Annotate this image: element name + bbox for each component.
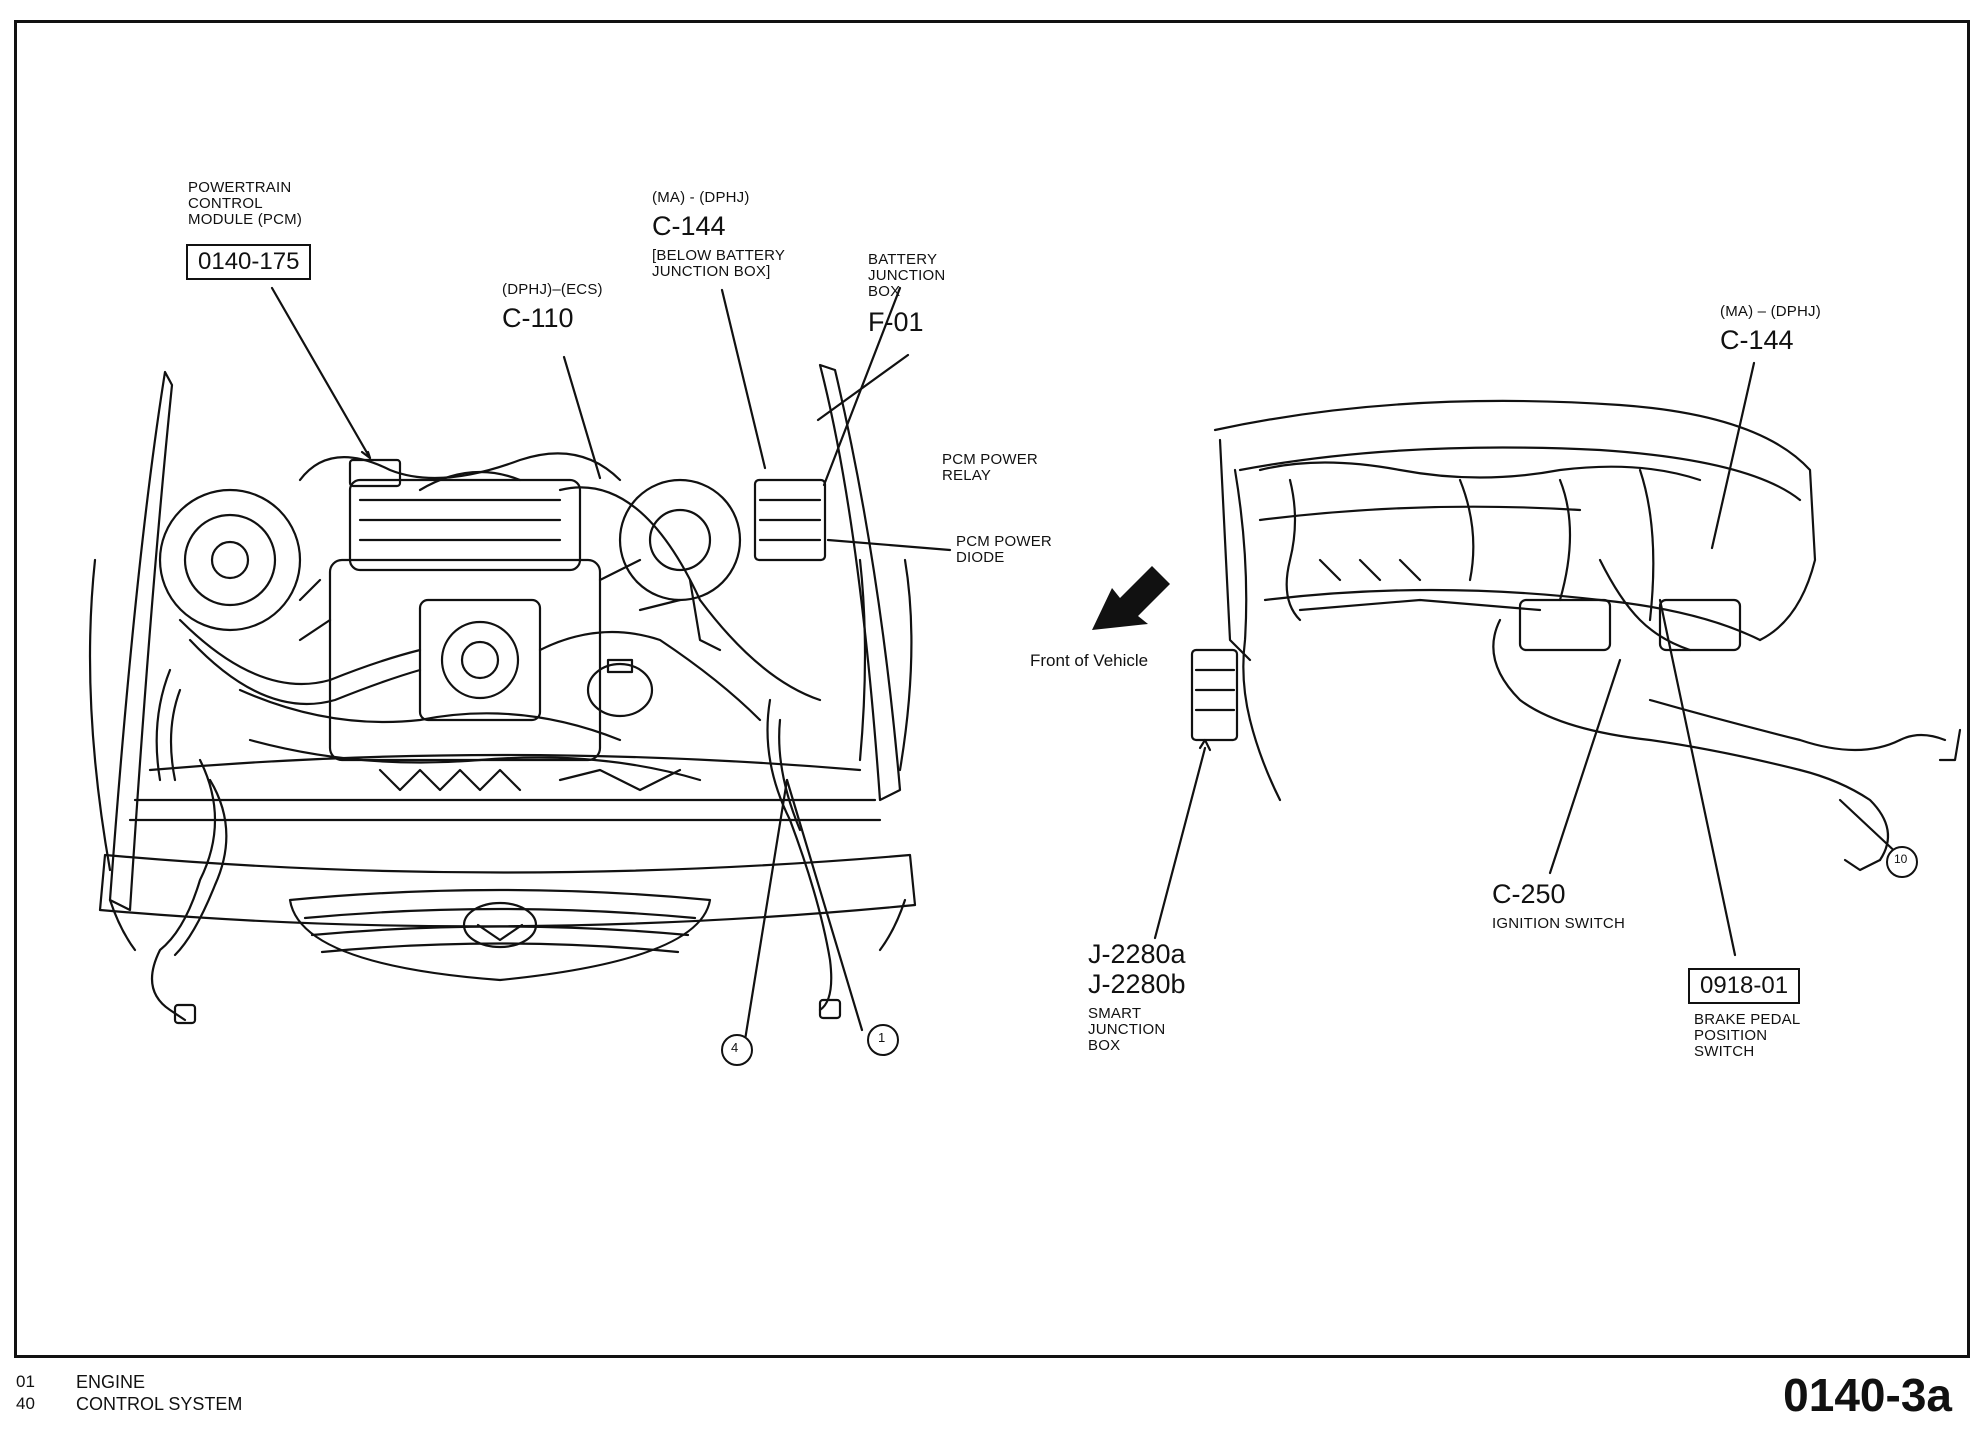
c144-note-line1: [BELOW BATTERY <box>652 247 786 264</box>
callout-10: 10 <box>1894 852 1908 866</box>
pcm-title: POWERTRAIN CONTROL MODULE (PCM) <box>188 180 302 227</box>
bjb-title: BATTERY JUNCTION BOX <box>868 252 945 299</box>
sjb-line2: JUNCTION <box>1088 1020 1166 1038</box>
callout-1: 1 <box>878 1030 886 1045</box>
bpp-reference-box: 0918-01 <box>1688 968 1801 1004</box>
c144-right-label: C-144 <box>1720 325 1794 355</box>
engine-compartment-drawing <box>88 363 917 1025</box>
bjb-title-line1: BATTERY <box>868 251 938 268</box>
sjb-line1: SMART <box>1088 1005 1142 1022</box>
diagram-frame <box>14 20 1970 1358</box>
brake-pedal-position-switch-label: BRAKE PEDAL POSITION SWITCH <box>1694 1012 1800 1059</box>
bpp-line3: SWITCH <box>1694 1042 1755 1060</box>
c144-note-line2: JUNCTION BOX] <box>652 262 771 280</box>
footer-subsection-number: 40 <box>16 1394 35 1413</box>
front-of-vehicle-label: Front of Vehicle <box>1030 651 1149 670</box>
sjb-line3: BOX <box>1088 1036 1121 1054</box>
c110-sub: (DPHJ)–(ECS) <box>502 281 603 298</box>
callout-4: 4 <box>731 1040 739 1055</box>
c144-left-label: C-144 <box>652 211 726 241</box>
bjb-title-line2: JUNCTION <box>868 266 946 284</box>
front-arrow <box>1092 566 1170 630</box>
footer-subsection-name: CONTROL SYSTEM <box>76 1394 243 1414</box>
c144-left-note: [BELOW BATTERY JUNCTION BOX] <box>652 248 785 280</box>
smart-junction-box-label: SMART JUNCTION BOX <box>1088 1006 1165 1053</box>
j2280a-label: J-2280a <box>1088 939 1186 969</box>
left-leader-lines <box>270 286 952 1042</box>
right-leader-lines <box>1153 361 1904 957</box>
pcm-power-relay-label: PCM POWER RELAY <box>942 452 1038 484</box>
diode-line1: PCM POWER <box>956 533 1052 550</box>
bpp-line1: BRAKE PEDAL <box>1694 1011 1801 1028</box>
diode-line2: DIODE <box>956 548 1005 566</box>
pcm-title-line3: MODULE (PCM) <box>188 210 303 228</box>
relay-line1: PCM POWER <box>942 451 1038 468</box>
bjb-title-line3: BOX <box>868 282 901 300</box>
relay-line2: RELAY <box>942 466 992 484</box>
c144-right-sub: (MA) – (DPHJ) <box>1720 303 1821 320</box>
bpp-line2: POSITION <box>1694 1026 1768 1044</box>
page-identifier: 0140-3a <box>1783 1369 1952 1421</box>
pcm-power-diode-label: PCM POWER DIODE <box>956 534 1052 566</box>
c250-label: C-250 <box>1492 879 1566 909</box>
pcm-title-line2: CONTROL <box>188 194 263 212</box>
bjb-ref: F-01 <box>868 307 924 337</box>
footer-section-number: 01 <box>16 1372 35 1391</box>
footer-section-name: ENGINE <box>76 1372 146 1392</box>
pcm-title-line1: POWERTRAIN <box>188 179 292 196</box>
c144-left-sub: (MA) - (DPHJ) <box>652 189 750 206</box>
pcm-reference-box: 0140-175 <box>186 244 312 280</box>
c110-label: C-110 <box>502 303 574 333</box>
j2280b-label: J-2280b <box>1088 969 1186 999</box>
instrument-panel-drawing <box>1190 399 1962 872</box>
ignition-switch-label: IGNITION SWITCH <box>1492 915 1625 932</box>
